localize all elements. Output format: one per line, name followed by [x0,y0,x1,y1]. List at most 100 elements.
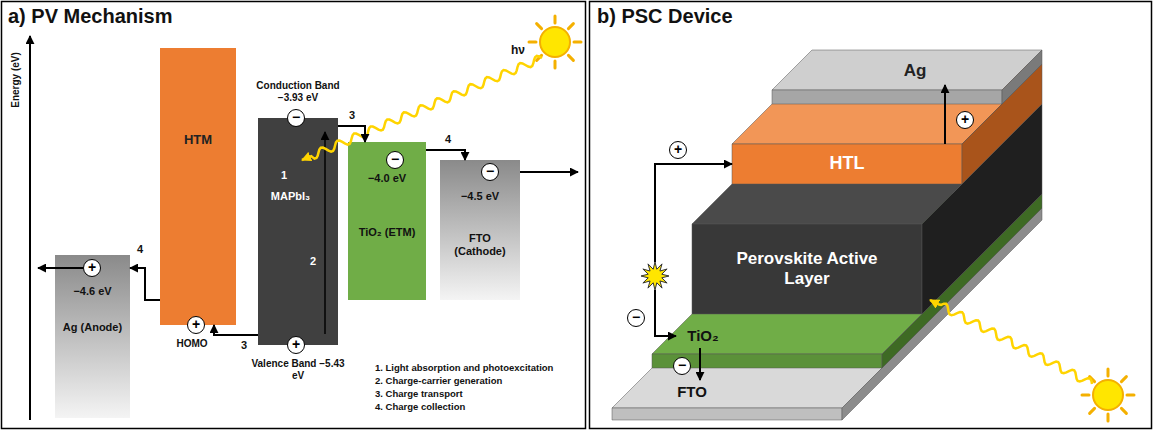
band-fill [160,48,236,325]
sun-ray [1090,408,1095,413]
charge-flow-arrow [130,268,160,300]
band-fill [440,160,520,300]
electron-symbol: − [673,357,691,375]
fto-layer: FTO [668,380,716,404]
tio2-layer: TiO₂ [676,324,730,348]
sun-icon [529,16,581,68]
homo-label: HOMO [176,338,207,350]
charge-flow-arrow [699,348,701,380]
htl-layer: HTL [732,144,962,184]
band-fill [55,255,130,418]
sun-ray [554,61,557,68]
hole-symbol: + [669,141,687,159]
panel-title: a) PV Mechanism [8,4,173,28]
burst-shape [641,262,669,290]
slab-face [772,50,1042,90]
sun-ray [1082,394,1089,397]
ag-layer: Ag [830,57,1000,85]
node-text: Ag (Anode) [55,321,130,334]
node-text: Ag [904,61,927,81]
hole-symbol: + [187,316,205,334]
sun-ray [537,24,542,29]
node-text: −4.0 eV [348,172,426,185]
slab-face [692,224,922,314]
slab-face [1002,50,1042,104]
sun-ray [1121,408,1126,413]
charge-flow-arrow [426,150,465,160]
ag-slab [772,50,1042,104]
sun-ray [1107,369,1110,376]
step-note: 2. Charge-carrier generation [375,375,502,386]
charge-flow-arrow [944,85,946,144]
excitation-arrow [324,132,326,334]
band-fill [258,118,338,345]
node-text: MAPbI₃ [258,190,338,203]
node-text: FTO [677,383,707,401]
sun-ray [1121,377,1126,382]
photon-label: hν [511,43,525,57]
sun-icon [1082,369,1134,421]
etm-band: −4.0 eV TiO₂ (ETM) [348,142,426,300]
hole-exit-arrow [38,267,83,269]
slab-face [612,408,842,420]
sun-ray [554,16,557,23]
panel-title: b) PSC Device [597,4,733,28]
panel-frame [2,2,586,429]
sun-ray [574,41,581,44]
exciton-burst [641,262,669,290]
charge-flow-arrow [214,325,258,335]
sun-disc [540,27,570,57]
band-fill [348,142,426,300]
light-ray [302,56,542,160]
sun-ray [529,41,536,44]
electron-symbol: − [386,151,404,169]
step-note: 3. Charge transport [375,388,463,399]
hole-path [655,164,732,262]
device-stack [612,50,1042,420]
electron-path [655,290,676,336]
axis-label: Energy (eV) [10,52,22,108]
charge-flow-arrow [338,126,365,142]
band-label: Conduction Band −3.93 eV [250,80,346,104]
node-text: −4.5 eV [440,190,520,203]
sun-ray [1127,394,1134,397]
energy-axis [29,36,31,420]
node-text: −4.6 eV [55,285,130,298]
node-text: Perovskite Active Layer [732,249,882,290]
callout-number: 1 [281,169,287,182]
node-text: TiO₂ (ETM) [348,226,426,239]
node-text: HTM [160,132,236,148]
step-note: 1. Light absorption and photoexcitation [375,362,553,373]
step-note: 4. Charge collection [375,401,465,412]
node-text: TiO₂ [687,327,718,345]
hole-symbol: + [83,259,101,277]
hole-symbol: + [287,336,305,354]
perovskite-layer: Perovskite Active Layer [692,224,922,314]
callout-number: 3 [349,109,355,122]
light-ray [930,300,1092,384]
anode-band: −4.6 eV Ag (Anode) [55,255,130,418]
slab-face [732,144,962,184]
node-text: FTO (Cathode) [440,232,520,258]
node-text: HTL [830,153,865,175]
sun-ray [1107,414,1110,421]
callout-number: 2 [310,255,316,268]
callout-number: 3 [241,339,247,352]
electron-symbol: − [287,109,305,127]
sun-disc [1093,380,1123,410]
electron-symbol: − [627,309,645,327]
slab-face [772,90,1002,104]
htm-band: HTM [160,48,236,325]
sun-ray [568,24,573,29]
callout-number: 4 [137,243,143,256]
absorber-band: MAPbI₃ [258,118,338,345]
electron-symbol: − [481,163,499,181]
band-label: Valence Band −5.43 eV [250,358,346,382]
hole-symbol: + [956,111,974,129]
electron-exit-arrow [520,171,578,173]
light-rays [302,56,1092,384]
sun-ray [568,55,573,60]
